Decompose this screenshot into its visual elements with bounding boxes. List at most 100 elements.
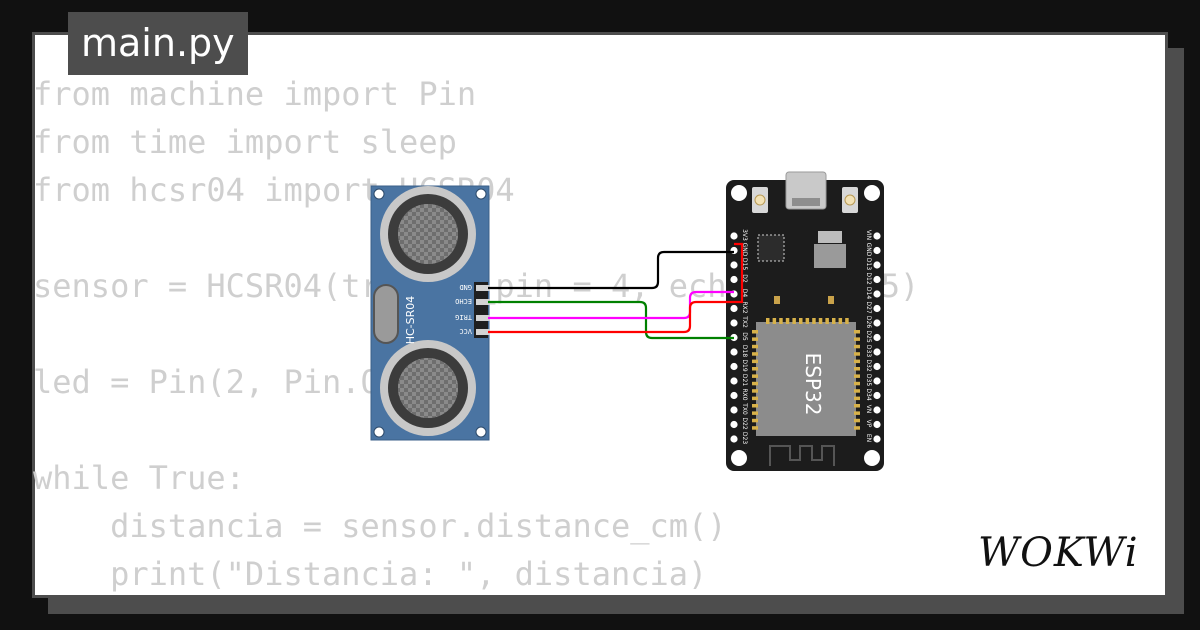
esp32-pin-label: RX2 <box>741 301 748 313</box>
esp32-pin-label: D18 <box>741 345 748 357</box>
sensor-pin-label: TRIG <box>455 313 472 321</box>
esp32-pin[interactable] <box>730 377 738 385</box>
esp32-pin[interactable] <box>730 420 738 429</box>
sensor-pin[interactable] <box>476 315 490 321</box>
esp32-pin[interactable] <box>873 348 881 356</box>
esp32-pin-label: VN <box>865 405 872 414</box>
sensor-pin-label: ECHO <box>455 297 472 305</box>
esp32-pin[interactable] <box>730 304 738 313</box>
vcc-wire[interactable] <box>488 242 744 334</box>
esp32-pin-label: TX0 <box>741 402 748 415</box>
sensor-header <box>474 282 488 338</box>
echo-wire[interactable] <box>488 300 734 340</box>
reset-button[interactable] <box>842 187 858 213</box>
lower-transducer <box>380 340 476 436</box>
esp32-pin-label: D22 <box>741 417 748 429</box>
esp32-pin[interactable] <box>730 406 738 414</box>
trig-wire[interactable] <box>488 290 734 320</box>
esp32-pin-label: D12 <box>865 272 872 284</box>
esp32-pin-label: GND <box>741 243 748 257</box>
esp32-pin[interactable] <box>873 377 881 385</box>
esp32-pin-label: EN <box>865 434 872 442</box>
esp32-pin[interactable] <box>873 435 881 443</box>
esp32-pin-label: D23 <box>741 432 748 444</box>
wires <box>488 242 744 340</box>
esp32-pin-label: GND <box>865 243 872 257</box>
code-line: while True: <box>33 459 245 497</box>
esp32-wroom-module: ESP32 <box>752 318 860 466</box>
esp32-pin-label: D4 <box>741 289 748 298</box>
esp32-pin[interactable] <box>873 420 881 429</box>
esp32-pin-label: D13 <box>865 258 872 270</box>
sensor-pin[interactable] <box>476 299 490 305</box>
code-line: print("Distancia: ", distancia) <box>33 555 708 593</box>
code-line: from time import sleep <box>33 123 457 161</box>
esp32-devkit[interactable]: ESP32 3V3GNDD15D2D4RX2TX2D5D18D19D21RX0T… <box>726 171 884 471</box>
esp32-pin-label: VP <box>865 420 872 428</box>
esp32-pin-label: VIN <box>865 230 872 240</box>
esp32-pin[interactable] <box>730 319 738 327</box>
usb-port-opening <box>792 198 820 206</box>
svg-text:WOKWi: WOKWi <box>978 530 1139 574</box>
esp32-pin-label: 3V3 <box>741 229 748 241</box>
voltage-regulator <box>814 231 846 268</box>
mount-hole <box>864 185 880 201</box>
esp32-pin-label: D33 <box>865 345 872 357</box>
esp32-pin[interactable] <box>873 304 881 313</box>
esp32-pin-label: D27 <box>865 301 872 313</box>
esp32-pin[interactable] <box>873 232 881 240</box>
esp32-pin-label: D35 <box>865 374 872 386</box>
sensor-model-label: HC-SR04 <box>404 296 417 345</box>
esp32-pin[interactable] <box>730 391 738 400</box>
esp32-pin-label: D25 <box>865 330 872 342</box>
sensor-pin-label: VCC <box>459 327 472 335</box>
usb-uart-chip <box>757 234 785 262</box>
esp32-pin-label: D15 <box>741 258 748 270</box>
esp32-pin[interactable] <box>873 406 881 414</box>
esp32-pin-label: D32 <box>865 359 872 371</box>
sensor-pin[interactable] <box>476 329 490 335</box>
esp32-pin[interactable] <box>873 275 881 284</box>
mount-hole <box>731 185 747 201</box>
esp32-pin-label: RX0 <box>741 388 748 400</box>
crystal-oscillator <box>373 284 399 344</box>
esp32-pin-label: D19 <box>741 359 748 371</box>
esp32-pin-label: D21 <box>741 374 748 386</box>
esp32-pin[interactable] <box>730 362 738 371</box>
file-tab[interactable]: main.py <box>68 12 248 75</box>
esp32-pin[interactable] <box>873 261 881 269</box>
esp32-pin[interactable] <box>873 290 881 298</box>
esp32-pin[interactable] <box>730 435 738 443</box>
sensor-pins <box>476 285 490 335</box>
esp32-pin[interactable] <box>873 246 881 255</box>
esp32-pin-label: D14 <box>865 287 872 299</box>
code-line: distancia = sensor.distance_cm() <box>33 507 727 545</box>
esp32-pin-headers <box>730 232 881 443</box>
esp32-pin[interactable] <box>730 348 738 356</box>
pcb-antenna <box>769 445 835 466</box>
esp32-pin[interactable] <box>873 333 881 342</box>
esp32-pin[interactable] <box>730 232 738 240</box>
esp32-pin-labels: 3V3GNDD15D2D4RX2TX2D5D18D19D21RX0TX0D22D… <box>741 229 872 444</box>
esp32-pin-label: D2 <box>741 274 748 283</box>
esp32-pin-label: D34 <box>865 388 872 400</box>
esp32-pin[interactable] <box>873 319 881 327</box>
esp32-chip-label: ESP32 <box>801 353 825 416</box>
esp32-pin-label: D5 <box>741 332 748 341</box>
esp32-pin[interactable] <box>730 275 738 284</box>
sensor-pin[interactable] <box>476 285 490 291</box>
esp32-pin[interactable] <box>873 362 881 371</box>
upper-transducer <box>380 186 476 282</box>
esp32-pin[interactable] <box>873 391 881 400</box>
esp32-pin[interactable] <box>730 261 738 269</box>
boot-button[interactable] <box>752 187 768 213</box>
mount-hole <box>731 450 747 466</box>
gnd-wire[interactable] <box>488 250 734 290</box>
smd-capacitor <box>828 296 834 304</box>
esp32-pin-label: D26 <box>865 316 872 328</box>
preview-card <box>32 32 1168 598</box>
esp32-pin-label: TX2 <box>741 315 748 328</box>
